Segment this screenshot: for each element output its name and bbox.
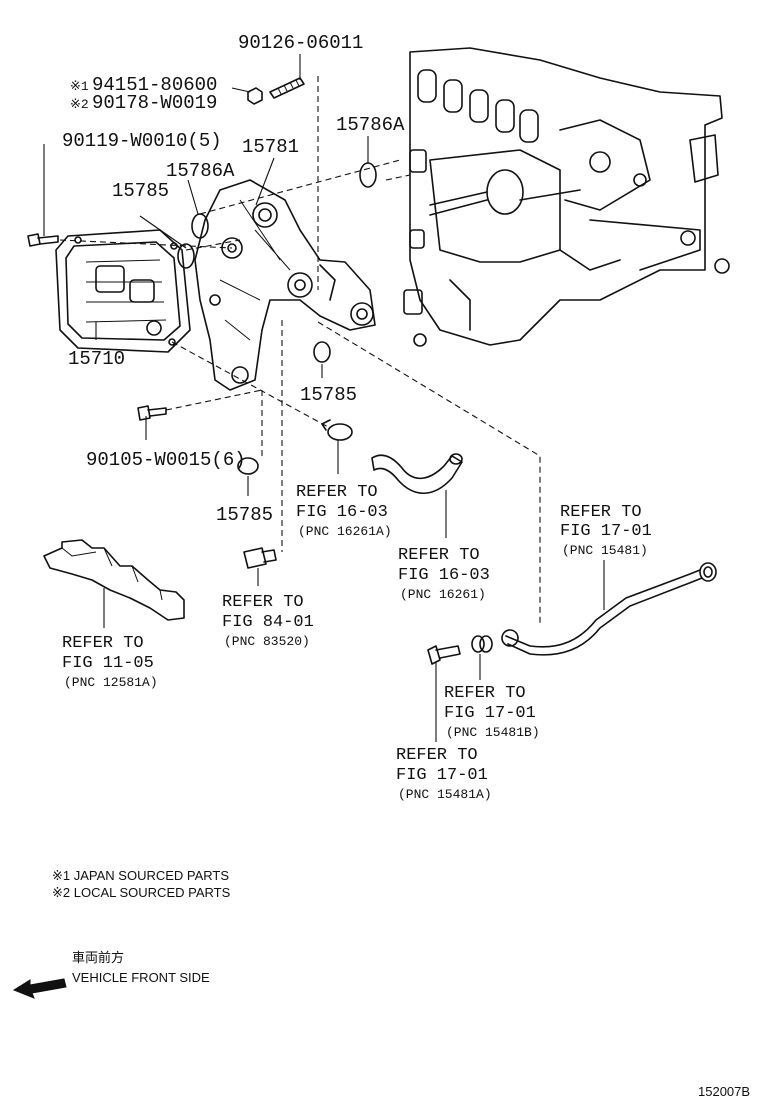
stud-bolt-drawing — [269, 77, 305, 99]
ref-clamp-pnc: (PNC 16261A) — [298, 524, 392, 539]
part-number-o-ring-bottom: 15785 — [216, 504, 273, 526]
dashed-guide-lines — [59, 76, 541, 626]
nut-drawing — [247, 87, 263, 105]
left-bolt-drawing — [27, 233, 59, 247]
leader-lines — [43, 54, 605, 742]
ref-clamp-refer: REFER TO — [296, 483, 378, 502]
ref-hose-fig: FIG 16-03 — [398, 566, 490, 585]
part-number-o-ring-a-right: 15786A — [336, 114, 405, 136]
ref-union-bolt-refer: REFER TO — [396, 746, 478, 765]
o-ring-15786a-left — [191, 213, 209, 239]
ref-gasket-fig: FIG 17-01 — [444, 704, 536, 723]
direction-label-japanese: 車両前方 — [72, 950, 124, 965]
ref-sensor-refer: REFER TO — [222, 593, 304, 612]
ref-union-bolt-fig: FIG 17-01 — [396, 766, 488, 785]
ref-hose-refer: REFER TO — [398, 546, 480, 565]
clamp-drawing — [321, 419, 353, 441]
note-japan-sourced: ※1 JAPAN SOURCED PARTS — [52, 868, 229, 883]
ref-cover-fig: FIG 11-05 — [62, 654, 154, 673]
part-number-bolt-top: 90126-06011 — [238, 32, 363, 54]
note-local-sourced: ※2 LOCAL SOURCED PARTS — [52, 885, 231, 900]
front-direction-arrow — [12, 978, 67, 999]
ref-cover-refer: REFER TO — [62, 634, 144, 653]
ref-pipe-pnc: (PNC 15481) — [562, 543, 648, 558]
engine-cover-drawing — [43, 539, 185, 621]
ref-hose-pnc: (PNC 16261) — [400, 587, 486, 602]
gasket-drawing — [471, 635, 493, 653]
ref-clamp-fig: FIG 16-03 — [296, 503, 388, 522]
ref-pipe-refer: REFER TO — [560, 503, 642, 522]
union-bolt-drawing — [427, 645, 461, 665]
ref-sensor-fig: FIG 84-01 — [222, 613, 314, 632]
ref-sensor-pnc: (PNC 83520) — [224, 634, 310, 649]
oil-pipe-drawing — [501, 562, 717, 656]
engine-block-drawing — [403, 47, 730, 347]
o-ring-15785-left — [177, 243, 195, 269]
direction-label-english: VEHICLE FRONT SIDE — [72, 970, 210, 985]
ref-gasket-pnc: (PNC 15481B) — [446, 725, 540, 740]
bracket-drawing — [194, 179, 376, 391]
ref-cover-pnc: (PNC 12581A) — [64, 675, 158, 690]
o-ring-15785-bottom — [237, 457, 259, 475]
sensor-drawing — [243, 547, 277, 569]
mark-japan-sourced: ※1 — [70, 79, 89, 94]
part-number-bolt-bottom: 90105-W0015(6) — [86, 449, 246, 471]
part-number-bolt-left: 90119-W0010(5) — [62, 130, 222, 152]
part-number-nut-japan: 94151-80600 — [92, 74, 217, 96]
part-number-o-ring-a-left: 15786A — [166, 160, 235, 182]
mark-local-sourced: ※2 — [70, 97, 89, 112]
hose-drawing — [371, 453, 463, 494]
ref-gasket-refer: REFER TO — [444, 684, 526, 703]
figure-code: 152007B — [698, 1084, 750, 1099]
o-ring-15785-mid — [313, 341, 331, 363]
part-number-nut-local: 90178-W0019 — [92, 92, 217, 114]
ref-pipe-fig: FIG 17-01 — [560, 522, 652, 541]
o-ring-15786a-right — [359, 162, 377, 188]
part-number-bracket: 15781 — [242, 136, 299, 158]
part-number-cooler: 15710 — [68, 348, 125, 370]
oil-cooler-drawing — [55, 229, 191, 353]
bottom-bolt-drawing — [137, 405, 167, 421]
ref-union-bolt-pnc: (PNC 15481A) — [398, 787, 492, 802]
part-number-o-ring-mid: 15785 — [300, 384, 357, 406]
part-number-o-ring-left: 15785 — [112, 180, 169, 202]
